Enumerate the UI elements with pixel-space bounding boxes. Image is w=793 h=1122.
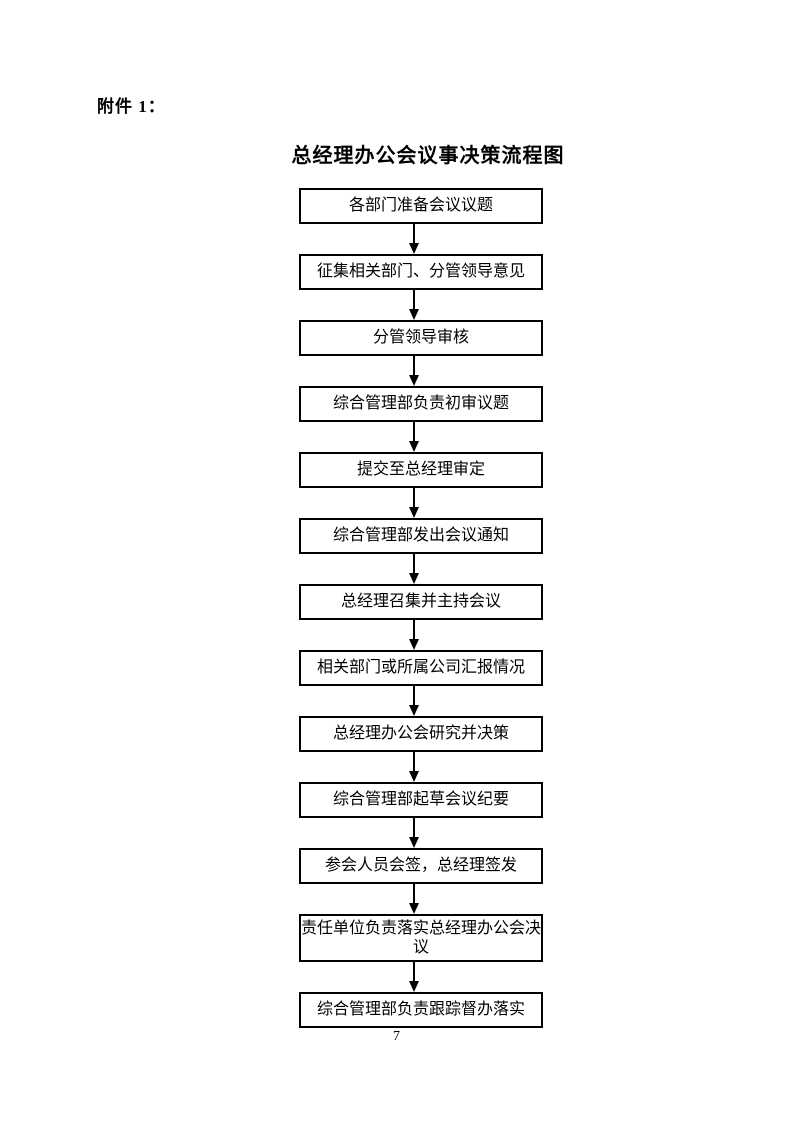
arrow-shaft: [413, 818, 415, 837]
arrow-shaft: [413, 962, 415, 981]
arrow-shaft: [413, 752, 415, 771]
flowchart: 各部门准备会议议题 征集相关部门、分管领导意见 分管领导审核 综合管理部负责初审…: [299, 188, 543, 1028]
flow-step-10: 综合管理部起草会议纪要: [299, 782, 543, 818]
down-arrow: [409, 818, 419, 848]
flow-step-13: 综合管理部负责跟踪督办落实: [299, 992, 543, 1028]
down-arrow: [409, 290, 419, 320]
down-arrow: [409, 752, 419, 782]
flow-step-12: 责任单位负责落实总经理办公会决议: [299, 914, 543, 962]
down-arrow: [409, 356, 419, 386]
arrow-head-icon: [409, 309, 419, 320]
flow-step-5: 提交至总经理审定: [299, 452, 543, 488]
arrow-head-icon: [409, 441, 419, 452]
arrow-head-icon: [409, 507, 419, 518]
flow-step-11: 参会人员会签，总经理签发: [299, 848, 543, 884]
arrow-head-icon: [409, 837, 419, 848]
arrow-shaft: [413, 554, 415, 573]
arrow-shaft: [413, 290, 415, 309]
down-arrow: [409, 686, 419, 716]
arrow-head-icon: [409, 705, 419, 716]
arrow-head-icon: [409, 243, 419, 254]
flow-step-8: 相关部门或所属公司汇报情况: [299, 650, 543, 686]
flow-step-1: 各部门准备会议议题: [299, 188, 543, 224]
flow-step-9: 总经理办公会研究并决策: [299, 716, 543, 752]
down-arrow: [409, 422, 419, 452]
attachment-label: 附件 1：: [97, 97, 166, 116]
arrow-head-icon: [409, 981, 419, 992]
arrow-head-icon: [409, 573, 419, 584]
down-arrow: [409, 884, 419, 914]
arrow-shaft: [413, 422, 415, 441]
arrow-shaft: [413, 884, 415, 903]
down-arrow: [409, 620, 419, 650]
down-arrow: [409, 962, 419, 992]
flow-step-2: 征集相关部门、分管领导意见: [299, 254, 543, 290]
flow-step-6: 综合管理部发出会议通知: [299, 518, 543, 554]
arrow-shaft: [413, 488, 415, 507]
arrow-head-icon: [409, 375, 419, 386]
page-title: 总经理办公会议事决策流程图: [291, 145, 565, 167]
arrow-shaft: [413, 620, 415, 639]
down-arrow: [409, 224, 419, 254]
flow-step-3: 分管领导审核: [299, 320, 543, 356]
arrow-head-icon: [409, 771, 419, 782]
down-arrow: [409, 488, 419, 518]
arrow-shaft: [413, 224, 415, 243]
arrow-head-icon: [409, 639, 419, 650]
arrow-shaft: [413, 686, 415, 705]
arrow-head-icon: [409, 903, 419, 914]
arrow-shaft: [413, 356, 415, 375]
down-arrow: [409, 554, 419, 584]
page-number: 7: [393, 1029, 400, 1044]
flow-step-4: 综合管理部负责初审议题: [299, 386, 543, 422]
flow-step-7: 总经理召集并主持会议: [299, 584, 543, 620]
